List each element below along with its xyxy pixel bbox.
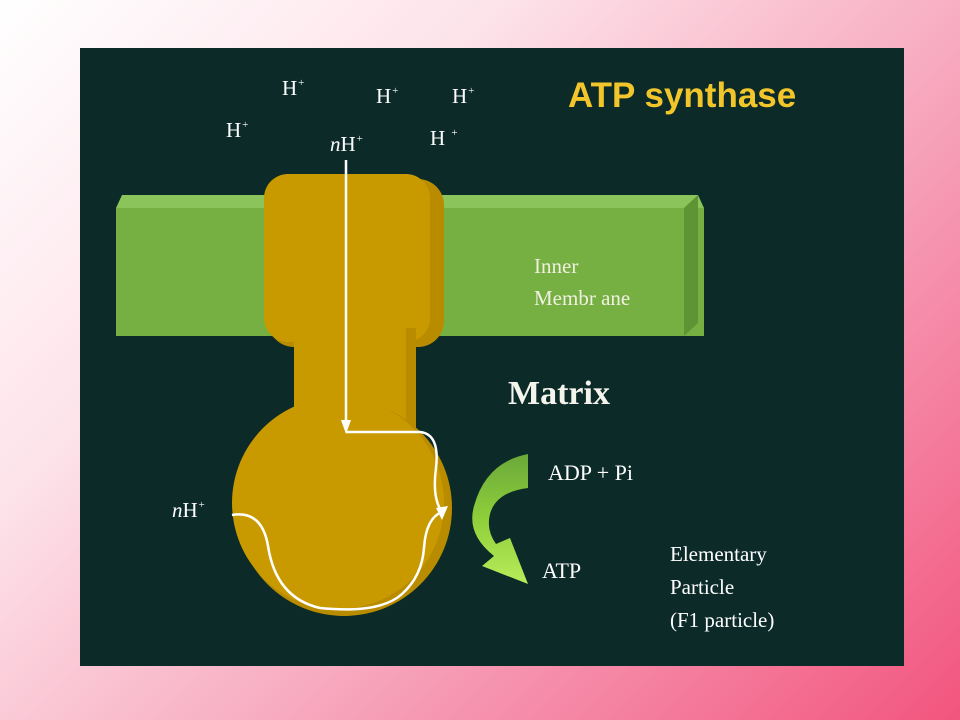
elementary-particle-label: Elementary Particle (F1 particle) — [670, 542, 775, 632]
atp-label: ATP — [542, 558, 582, 583]
proton-flux-label-top: nH+ — [330, 132, 363, 156]
adp-pi-label: ADP + Pi — [548, 460, 633, 485]
reaction-arrow-icon — [472, 454, 528, 584]
inner-membrane-label: Inner Membr ane — [534, 254, 631, 310]
proton-label: H+ — [282, 76, 305, 100]
diagram-title: ATP synthase — [568, 76, 797, 115]
proton-label: H+ — [226, 118, 249, 142]
slide: ATP synthase H+ H+ H+ H+ H + nH+ nH+ Inn… — [80, 48, 904, 666]
proton-flux-label-bottom: nH+ — [172, 498, 205, 522]
proton-label: H + — [430, 126, 458, 150]
proton-label: H+ — [376, 84, 399, 108]
f0-membrane-segment — [232, 174, 452, 616]
atp-synthase-diagram — [116, 160, 704, 616]
proton-return-path — [231, 510, 443, 611]
matrix-label: Matrix — [508, 375, 610, 412]
proton-label: H+ — [452, 84, 475, 108]
